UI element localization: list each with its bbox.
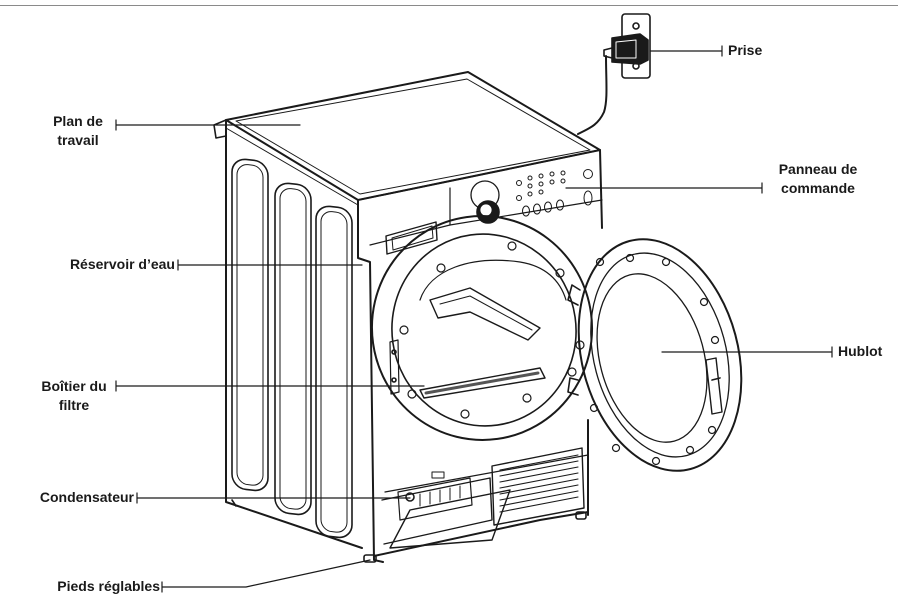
label-plan-de-travail: Plan de travail [40, 112, 116, 150]
label-prise: Prise [728, 42, 763, 58]
leader-lines [115, 45, 833, 593]
wall-outlet [603, 13, 651, 79]
label-panneau-commande: Panneau de commande [766, 160, 870, 198]
label-boitier-filtre: Boîtier du filtre [34, 377, 114, 415]
label-pieds-reglables: Pieds réglables [57, 578, 160, 594]
dryer-body [213, 71, 603, 563]
label-reservoir: Réservoir d’eau [69, 256, 175, 272]
label-boitier-line1: Boîtier du [41, 378, 107, 394]
label-condensateur: Condensateur [39, 489, 134, 505]
label-panneau-line2: commande [781, 180, 855, 196]
power-cable [577, 55, 608, 135]
label-plan-de-travail-line2: travail [57, 132, 99, 148]
label-panneau-line1: Panneau de [778, 161, 858, 177]
top-rule [0, 5, 898, 6]
label-plan-de-travail-line1: Plan de [53, 113, 103, 129]
open-door [567, 238, 743, 472]
label-hublot: Hublot [838, 343, 883, 359]
label-boitier-line2: filtre [58, 397, 90, 413]
